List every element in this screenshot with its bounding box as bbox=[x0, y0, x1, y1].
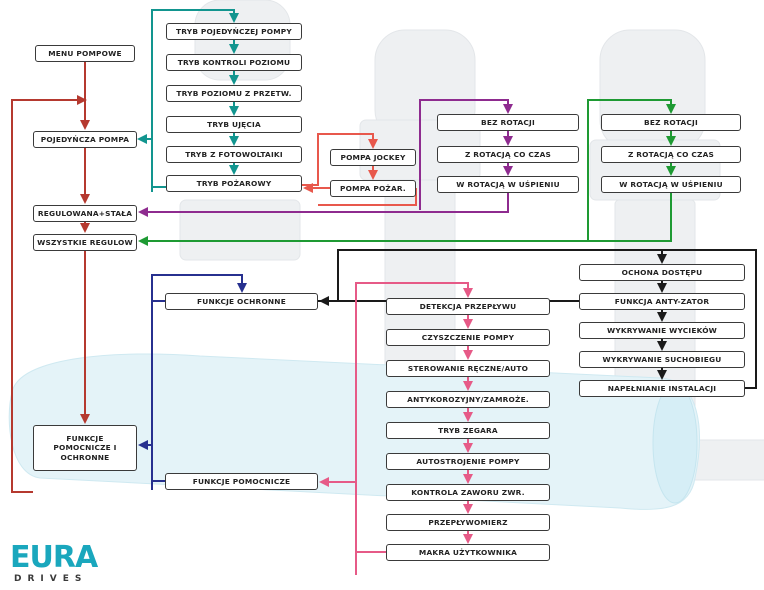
funkcje-pomocnicze-i-ochronne-box[interactable]: FUNKCJE POMOCNICZE I OCHRONNE bbox=[33, 425, 137, 471]
connector-green-20 bbox=[587, 99, 676, 241]
z-rotacja-co-czas-2-box[interactable]: Z ROTACJĄ CO CZAS bbox=[601, 146, 741, 163]
wykrywanie-wyciekow-box[interactable]: WYKRYWANIE WYCIEKÓW bbox=[579, 322, 745, 339]
sterowanie-reczne-auto-box[interactable]: STEROWANIE RĘCZNE/AUTO bbox=[386, 360, 550, 377]
connector-salmon-15 bbox=[318, 188, 417, 206]
drives-logo-subtext: DRIVES bbox=[14, 574, 88, 584]
tryb-zegara-box[interactable]: TRYB ZEGARA bbox=[386, 422, 550, 439]
connector-green-23 bbox=[138, 193, 672, 246]
detekcja-przeplywu-box[interactable]: DETEKCJA PRZEPŁYWU bbox=[386, 298, 550, 315]
regulowana-stala-box[interactable]: REGULOWANA+STAŁA bbox=[33, 205, 137, 222]
pojedyncza-pompa-box[interactable]: POJEDYŃCZA POMPA bbox=[33, 131, 137, 148]
pompa-jockey-box[interactable]: POMPA JOCKEY bbox=[330, 149, 416, 166]
tryb-z-fotowoltaiki-box[interactable]: TRYB Z FOTOWOLTAIKI bbox=[166, 146, 302, 163]
tryb-kontroli-poziomu-box[interactable]: TRYB KONTROLI POZIOMU bbox=[166, 54, 302, 71]
w-rotacja-w-uspieniu-1-box[interactable]: W ROTACJĄ W UŚPIENIU bbox=[437, 176, 579, 193]
tryb-pojedynczej-pompy-box[interactable]: TRYB POJEDYŃCZEJ POMPY bbox=[166, 23, 302, 40]
tryb-pozarowy-box[interactable]: TRYB POŻAROWY bbox=[166, 175, 302, 192]
connector-teal-11 bbox=[137, 134, 166, 188]
connector-teal-5 bbox=[151, 9, 239, 192]
funkcje-ochronne-box[interactable]: FUNKCJE OCHRONNE bbox=[165, 293, 318, 310]
wszystkie-regulow-box[interactable]: WSZYSTKIE REGULOW bbox=[33, 234, 137, 251]
pompa-pozar-box[interactable]: POMPA POŻAR. bbox=[330, 180, 416, 197]
connector-pink-34 bbox=[355, 282, 473, 575]
menu-pompowe-box[interactable]: MENU POMPOWE bbox=[35, 45, 135, 62]
ochona-dostepu-box[interactable]: OCHONA DOSTĘPU bbox=[579, 264, 745, 281]
funkcje-pomocnicze-box[interactable]: FUNKCJE POMOCNICZE bbox=[165, 473, 318, 490]
eura-logo: EURA bbox=[10, 540, 98, 575]
antykorozyjny-zamroze-box[interactable]: ANTYKOROZYJNY/ZAMROŻE. bbox=[386, 391, 550, 408]
bez-rotacji-2-box[interactable]: BEZ ROTACJI bbox=[601, 114, 741, 131]
connector-navy-31 bbox=[151, 274, 247, 490]
w-rotacja-w-uspieniu-2-box[interactable]: W ROTACJĄ W UŚPIENIU bbox=[601, 176, 741, 193]
kontrola-zaworu-zwr-box[interactable]: KONTROLA ZAWORU ZWR. bbox=[386, 484, 550, 501]
connector-red-4 bbox=[11, 95, 87, 493]
z-rotacja-co-czas-1-box[interactable]: Z ROTACJĄ CO CZAS bbox=[437, 146, 579, 163]
wykrywanie-suchobiegu-box[interactable]: WYKRYWANIE SUCHOBIEGU bbox=[579, 351, 745, 368]
tryb-poziomu-z-przetw-box[interactable]: TRYB POZIOMU Z PRZETW. bbox=[166, 85, 302, 102]
makra-uzytkownika-box[interactable]: MAKRA UŻYTKOWNIKA bbox=[386, 544, 550, 561]
tryb-ujecia-box[interactable]: TRYB UJĘCIA bbox=[166, 116, 302, 133]
autostrojenie-pompy-box[interactable]: AUTOSTROJENIE POMPY bbox=[386, 453, 550, 470]
przeplywomierz-box[interactable]: PRZEPŁYWOMIERZ bbox=[386, 514, 550, 531]
napelnianie-instalacji-box[interactable]: NAPEŁNIANIE INSTALACJI bbox=[579, 380, 745, 397]
funkcja-anty-zator-box[interactable]: FUNKCJA ANTY-ZATOR bbox=[579, 293, 745, 310]
czyszczenie-pompy-box[interactable]: CZYSZCZENIE POMPY bbox=[386, 329, 550, 346]
connector-navy-33 bbox=[138, 440, 165, 482]
connector-black-29 bbox=[662, 249, 757, 389]
connector-purple-16 bbox=[419, 99, 513, 210]
bez-rotacji-1-box[interactable]: BEZ ROTACJI bbox=[437, 114, 579, 131]
connector-purple-19 bbox=[138, 193, 509, 217]
